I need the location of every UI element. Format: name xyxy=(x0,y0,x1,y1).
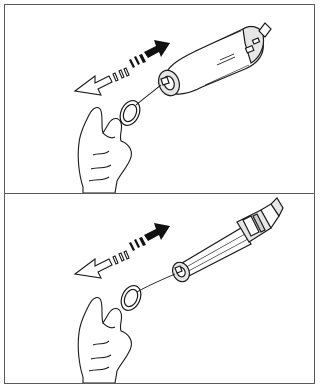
hand-icon xyxy=(78,298,131,383)
dashed-arrow-left-icon xyxy=(75,251,129,278)
solid-arrow-right-icon xyxy=(129,223,170,251)
ring-pull-icon xyxy=(117,282,144,313)
rounded-nozzle xyxy=(155,23,271,99)
dashed-arrow-left-icon xyxy=(75,68,129,95)
pull-wire xyxy=(137,274,175,292)
panel-spray-lance-nozzle xyxy=(5,194,314,383)
pull-wire xyxy=(136,85,161,105)
illustration-rounded-nozzle xyxy=(5,5,314,193)
illustration-spray-lance-nozzle xyxy=(5,194,314,383)
panel-rounded-nozzle xyxy=(5,5,314,193)
solid-arrow-right-icon xyxy=(129,40,170,68)
spray-lance-nozzle xyxy=(170,198,283,284)
hand-icon xyxy=(78,108,131,193)
